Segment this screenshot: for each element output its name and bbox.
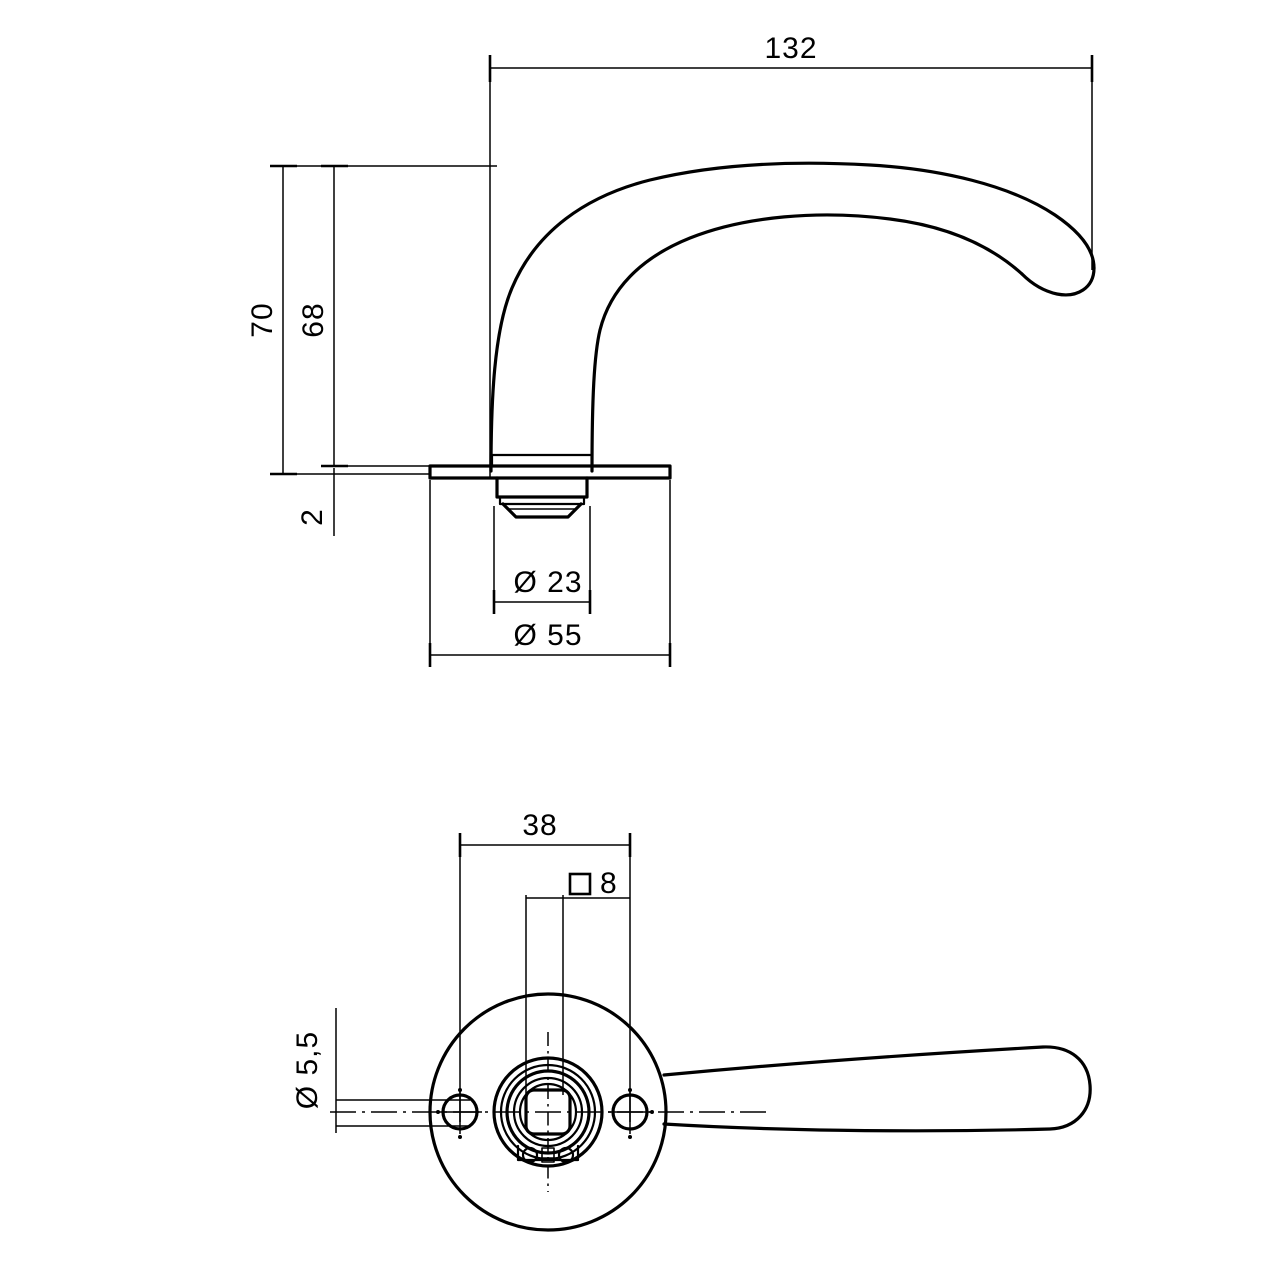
lever-lower-outline <box>590 213 1024 473</box>
dimension-span-38: 38 <box>458 809 632 1122</box>
grub-screw-left <box>521 1146 539 1164</box>
dimension-square-8: 8 <box>525 867 630 1095</box>
lever-tip-cap <box>1020 266 1096 297</box>
centre-dot-right-b <box>628 1088 632 1092</box>
dim-label-132: 132 <box>764 32 817 65</box>
dimension-dia-23: Ø 23 <box>492 506 592 614</box>
dimension-dia-55: Ø 55 <box>428 480 672 667</box>
centre-dot-left-b <box>458 1088 462 1092</box>
dimension-height-70: 70 <box>246 164 497 476</box>
spigot-body <box>495 476 589 499</box>
boss-bracket <box>516 1144 580 1162</box>
dimension-height-68: 68 <box>297 164 430 468</box>
dim-label-68: 68 <box>297 302 330 337</box>
dimension-length-132: 132 <box>488 32 1094 478</box>
rosette-spigot-side <box>490 453 594 519</box>
side-elevation-view: 132 70 68 2 <box>246 32 1096 667</box>
plan-centre-lines <box>330 1032 770 1192</box>
dim-label-2: 2 <box>296 508 329 526</box>
rosette-plate-side <box>428 464 672 480</box>
lever-plan-outline <box>662 1045 1092 1133</box>
rosette-plate-rect <box>428 464 672 480</box>
dim-label-38: 38 <box>522 809 557 842</box>
lever-handle-plan-profile <box>662 1045 1092 1133</box>
dim-label-square-8: 8 <box>600 867 618 900</box>
dim-label-70: 70 <box>246 302 279 337</box>
lever-upper-outline <box>489 161 1096 473</box>
centre-dot-left-c <box>458 1135 462 1139</box>
dimension-thickness-2: 2 <box>296 468 335 536</box>
spigot-collar-top <box>490 453 594 468</box>
dim-label-dia-23: Ø 23 <box>513 566 582 599</box>
centre-dot-right-c <box>628 1135 632 1139</box>
plan-view: 38 8 Ø 5,5 <box>291 809 1092 1232</box>
spigot-step-ring <box>498 495 586 506</box>
grub-screw-right <box>557 1146 575 1164</box>
spigot-nose-taper <box>501 502 583 519</box>
square-symbol-icon <box>568 872 592 896</box>
lever-handle-side-profile <box>489 161 1096 473</box>
dim-label-dia-5-5: Ø 5,5 <box>291 1031 324 1109</box>
fixing-holes <box>436 1088 654 1139</box>
dim-label-dia-55: Ø 55 <box>513 619 582 652</box>
